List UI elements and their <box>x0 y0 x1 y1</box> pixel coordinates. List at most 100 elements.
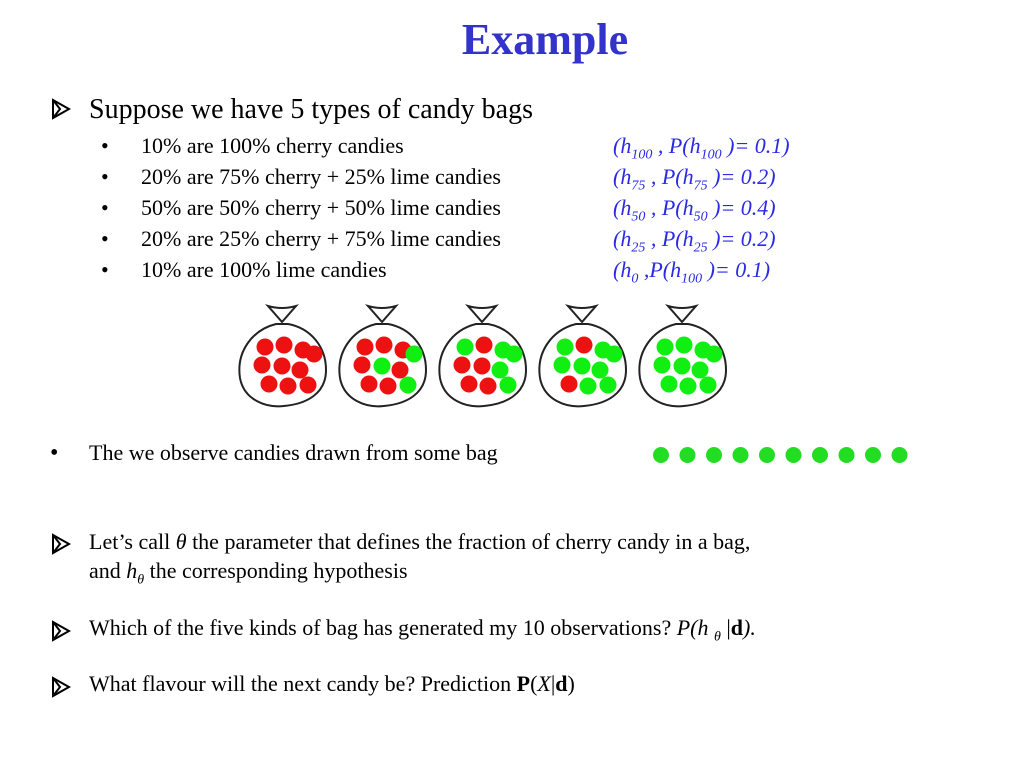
formula-part: P(h <box>676 615 714 640</box>
text-segment: the corresponding hypothesis <box>144 558 408 583</box>
formula-p: P <box>516 671 531 696</box>
bag-outline <box>338 323 428 408</box>
bag-outline <box>438 323 528 408</box>
cherry-candy <box>473 357 491 375</box>
formula-part: ). <box>743 615 756 640</box>
bag-outline <box>238 323 328 408</box>
cherry-candy <box>453 356 471 374</box>
cherry-candy <box>460 375 478 393</box>
lime-candy <box>373 357 391 375</box>
lime-candy <box>556 338 574 356</box>
question-line: Which of the five kinds of bag has gener… <box>89 614 756 651</box>
lime-candy <box>653 356 671 374</box>
cherry-candy <box>260 375 278 393</box>
lime-candy <box>605 345 623 363</box>
lime-candy <box>656 338 674 356</box>
h-symbol: h <box>126 558 138 583</box>
cherry-candy <box>275 336 293 354</box>
theta-definition-line-1: Let’s call θ the parameter that defines … <box>89 528 750 556</box>
bag-knot <box>565 304 599 324</box>
bag-hypothesis: (h50 , P(h50 )= 0.4) <box>613 195 776 225</box>
bag-knot <box>265 304 299 324</box>
cherry-candy <box>375 336 393 354</box>
cherry-candy <box>253 356 271 374</box>
lime-candy <box>491 361 509 379</box>
observed-lime-candy <box>653 447 669 463</box>
arrow-bullet-icon <box>52 620 72 642</box>
bag-type-description: 10% are 100% lime candies <box>141 257 387 282</box>
lime-candy <box>456 338 474 356</box>
cherry-candy <box>391 361 409 379</box>
prediction-line: What flavour will the next candy be? Pre… <box>89 670 575 698</box>
bag-type-description: 20% are 25% cherry + 75% lime candies <box>141 226 501 251</box>
bag-knot <box>665 304 699 324</box>
text-segment: Which of the five kinds of bag has gener… <box>89 615 677 640</box>
candy-bag <box>538 304 628 408</box>
text-segment: What flavour will the next candy be? Pre… <box>89 671 517 696</box>
bullet-dot: • <box>101 226 109 251</box>
candy-bag <box>238 304 328 408</box>
lime-candy <box>675 336 693 354</box>
bullet-dot: • <box>101 164 109 189</box>
cherry-candy <box>356 338 374 356</box>
lime-candy <box>505 345 523 363</box>
lime-candy <box>673 357 691 375</box>
observe-text: The we observe candies drawn from some b… <box>89 440 498 465</box>
theta-subscript: θ <box>713 629 721 645</box>
lime-candy <box>591 361 609 379</box>
theta-subscript: θ <box>137 572 145 588</box>
cherry-candy <box>299 376 317 394</box>
lime-candy <box>679 377 697 395</box>
bullet-dot: • <box>101 195 109 220</box>
bullet-dot: • <box>101 257 109 282</box>
cherry-candy <box>575 336 593 354</box>
candy-bag <box>638 304 728 408</box>
arrow-bullet-icon <box>52 98 72 120</box>
cherry-candy <box>256 338 274 356</box>
cherry-candy <box>291 361 309 379</box>
formula-d: d <box>730 615 744 640</box>
observed-lime-candy <box>785 447 802 463</box>
observed-candies <box>653 447 908 463</box>
cherry-candy <box>353 356 371 374</box>
bag-type-description: 20% are 75% cherry + 25% lime candies <box>141 164 501 189</box>
cherry-candy <box>360 375 378 393</box>
text-segment: Let’s call <box>89 529 176 554</box>
lime-candy <box>573 357 591 375</box>
lime-candy <box>660 375 678 393</box>
lime-candy <box>553 356 571 374</box>
lime-candy <box>691 361 709 379</box>
lime-candy <box>399 376 417 394</box>
bag-knot <box>365 304 399 324</box>
bag-outline <box>538 323 628 408</box>
lime-candy <box>705 345 723 363</box>
cherry-candy <box>560 375 578 393</box>
theta-definition-line-2: and hθ the corresponding hypothesis <box>89 557 408 594</box>
text-segment: and <box>89 558 127 583</box>
intro-text: Suppose we have 5 types of candy bags <box>89 94 534 125</box>
candy-bag <box>338 304 428 408</box>
lime-candy <box>599 376 617 394</box>
cherry-candy <box>475 336 493 354</box>
slide-title: Example <box>461 15 629 64</box>
cherry-candy <box>305 345 323 363</box>
text-segment: the parameter that defines the fraction … <box>186 529 751 554</box>
observed-lime-candy <box>732 447 749 463</box>
bag-hypothesis: (h25 , P(h25 )= 0.2) <box>613 226 776 256</box>
formula-part: ) <box>567 671 575 696</box>
bag-knot <box>465 304 499 324</box>
formula-d: d <box>555 671 568 696</box>
cherry-candy <box>279 377 297 395</box>
observed-lime-candy <box>759 447 775 463</box>
theta-symbol: θ <box>175 529 187 554</box>
bag-type-description: 10% are 100% cherry candies <box>141 133 404 158</box>
bag-hypothesis: (h100 , P(h100 )= 0.1) <box>613 133 790 163</box>
lime-candy <box>499 376 517 394</box>
observed-lime-candy <box>838 447 855 463</box>
observed-lime-candy <box>891 447 908 463</box>
formula-part: | <box>720 615 731 640</box>
bag-type-description: 50% are 50% cherry + 50% lime candies <box>141 195 501 220</box>
bag-hypothesis: (h0 ,P(h100 )= 0.1) <box>613 257 771 287</box>
observed-lime-candy <box>706 447 722 463</box>
